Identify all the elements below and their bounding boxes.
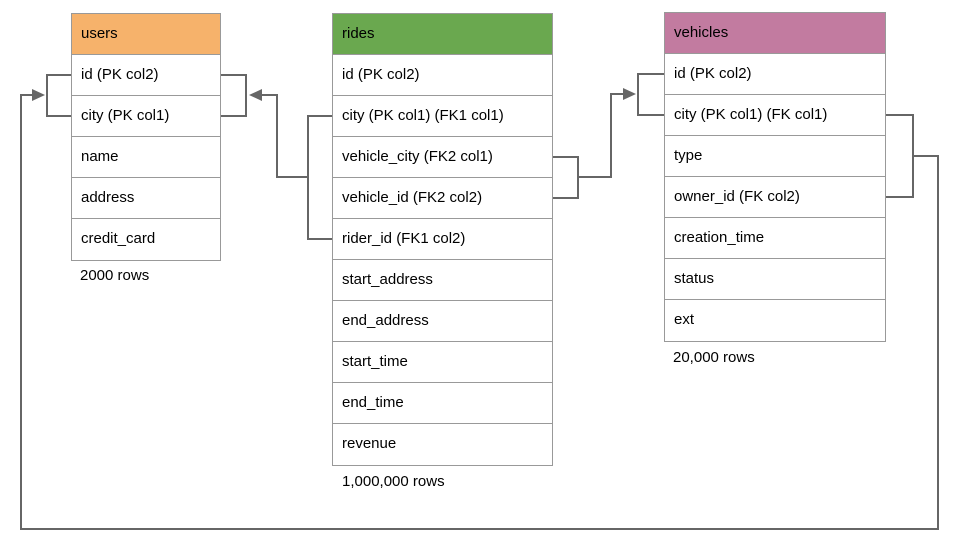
table-column-row: address xyxy=(72,178,220,219)
table-column-row: type xyxy=(665,136,885,177)
table-rides-header: rides xyxy=(333,14,552,55)
table-column-row: owner_id (FK col2) xyxy=(665,177,885,218)
table-column-row: creation_time xyxy=(665,218,885,259)
table-column-row: rider_id (FK1 col2) xyxy=(333,219,552,260)
table-column-row: id (PK col2) xyxy=(665,54,885,95)
table-column-row: revenue xyxy=(333,424,552,465)
fk1-link-line xyxy=(261,94,308,178)
table-vehicles-rowcount: 20,000 rows xyxy=(673,349,755,366)
connector-fk2-rides-to-vehicles xyxy=(553,73,664,199)
arrowhead-right-icon xyxy=(623,88,636,100)
table-column-row: name xyxy=(72,137,220,178)
table-rides: rides id (PK col2)city (PK col1) (FK1 co… xyxy=(332,13,553,466)
table-users-rowcount: 2000 rows xyxy=(80,267,150,284)
rides-right-bracket xyxy=(553,156,579,199)
table-column-row: start_address xyxy=(333,260,552,301)
table-column-row: vehicle_id (FK2 col2) xyxy=(333,178,552,219)
table-column-row: end_address xyxy=(333,301,552,342)
table-column-row: id (PK col2) xyxy=(72,55,220,96)
vehicles-left-bracket xyxy=(637,73,664,116)
table-users-header: users xyxy=(72,14,220,55)
table-vehicles: vehicles id (PK col2)city (PK col1) (FK … xyxy=(664,12,886,342)
table-column-row: start_time xyxy=(333,342,552,383)
table-column-row: end_time xyxy=(333,383,552,424)
table-column-row: id (PK col2) xyxy=(333,55,552,96)
users-right-bracket xyxy=(221,74,247,117)
table-column-row: ext xyxy=(665,300,885,341)
arrowhead-right-icon xyxy=(32,89,45,101)
table-vehicles-header: vehicles xyxy=(665,13,885,54)
table-column-row: city (PK col1) (FK1 col1) xyxy=(333,96,552,137)
table-column-row: city (PK col1) (FK col1) xyxy=(665,95,885,136)
connector-fk1-rides-to-users xyxy=(221,74,332,240)
table-column-row: vehicle_city (FK2 col1) xyxy=(333,137,552,178)
table-rides-columns: id (PK col2)city (PK col1) (FK1 col1)veh… xyxy=(333,55,552,465)
arrowhead-left-icon xyxy=(249,89,262,101)
vehicles-right-bracket xyxy=(886,114,914,198)
table-vehicles-columns: id (PK col2)city (PK col1) (FK col1)type… xyxy=(665,54,885,341)
table-column-row: credit_card xyxy=(72,219,220,260)
table-column-row: status xyxy=(665,259,885,300)
table-column-row: city (PK col1) xyxy=(72,96,220,137)
users-left-bracket xyxy=(46,74,71,117)
rides-left-bracket xyxy=(307,115,332,240)
fk2-link-line xyxy=(578,93,624,178)
table-rides-rowcount: 1,000,000 rows xyxy=(342,473,445,490)
